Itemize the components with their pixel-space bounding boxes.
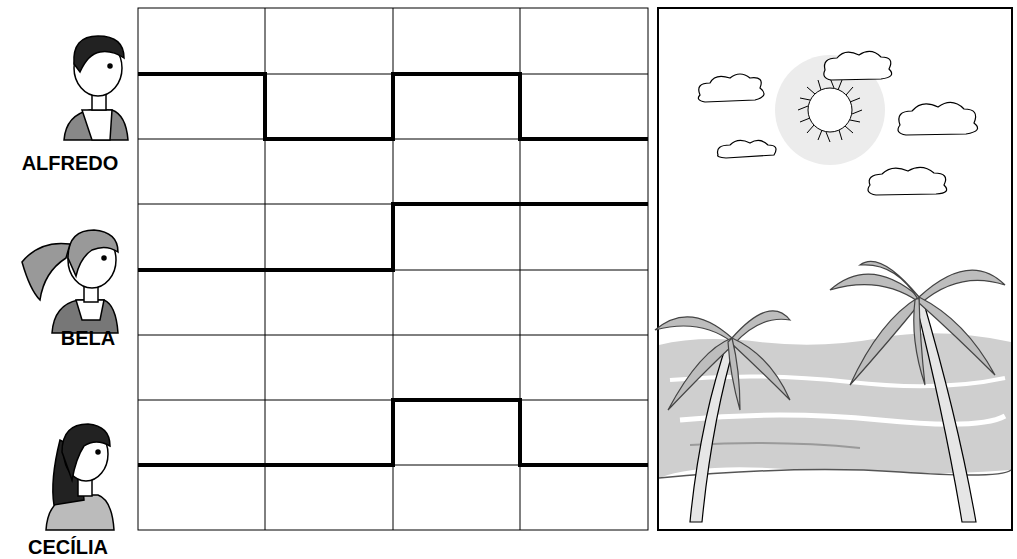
alfredo-figure <box>64 36 128 140</box>
cecilia-path <box>138 400 648 465</box>
name-label: ALFREDO <box>22 153 119 173</box>
grid <box>138 8 648 530</box>
alfredo-path <box>138 74 648 139</box>
name-label: CECÍLIA <box>28 537 108 557</box>
bela-path <box>138 204 648 270</box>
cecilia-figure <box>46 424 114 530</box>
name-label: BELA <box>61 328 115 348</box>
paths <box>138 74 648 465</box>
beach-picture <box>655 8 1012 530</box>
bela-figure <box>22 230 118 333</box>
